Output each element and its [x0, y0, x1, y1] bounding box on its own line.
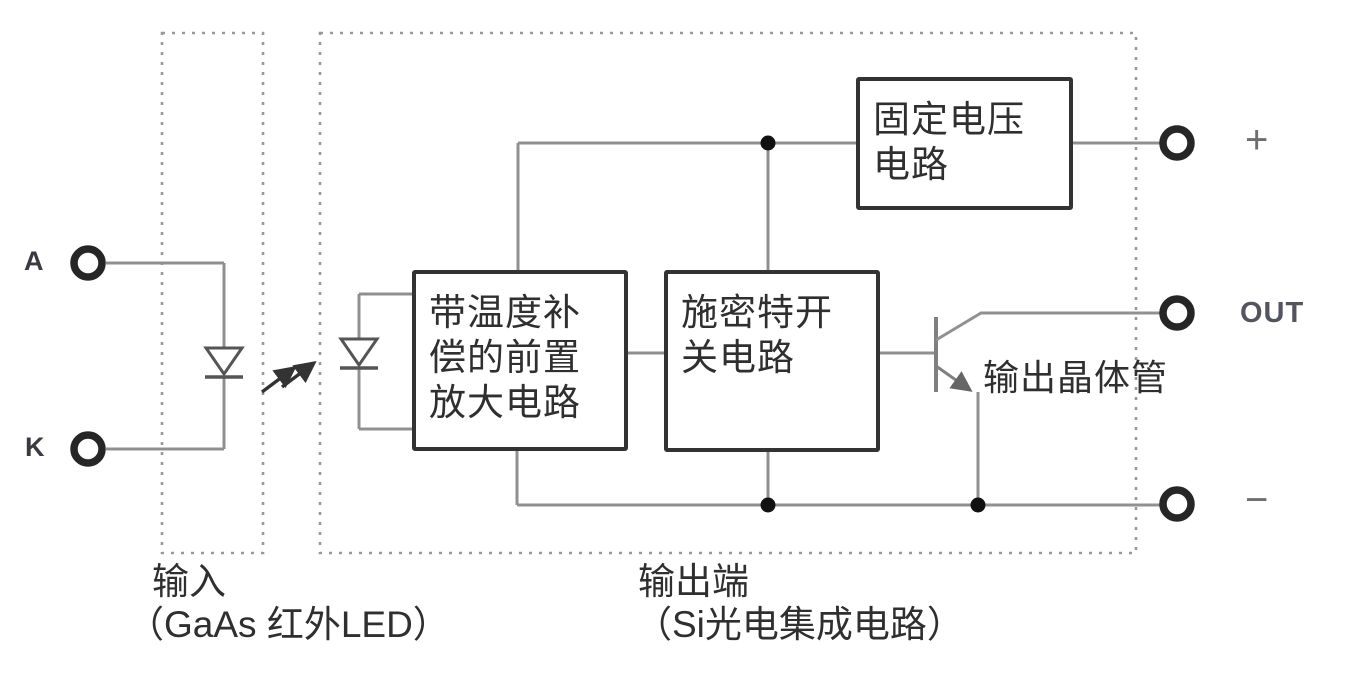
transistor-emitter-arrow: [935, 364, 973, 392]
light-rays-icon: [260, 361, 317, 394]
input-section-dashed-box: [160, 31, 265, 555]
terminal-k: [70, 431, 106, 467]
photodiode-wires: [357, 292, 414, 431]
terminal-minus-label: −: [1245, 478, 1269, 522]
transistor-collector: [935, 311, 982, 342]
input-wires: [106, 261, 226, 451]
schmitt-trigger-block-label: 施密特开 关电路: [681, 292, 833, 378]
output-section-title: 输出端: [638, 561, 749, 602]
terminals: [70, 125, 1195, 522]
preamp-block: 带温度补 偿的前置 放大电路: [412, 270, 628, 451]
terminal-plus: [1159, 125, 1195, 161]
output-section-subtitle: （Si光电集成电路）: [635, 604, 964, 645]
fixed-voltage-block: 固定电压 电路: [856, 77, 1073, 210]
terminal-minus: [1159, 486, 1195, 522]
fixed-voltage-block-label: 固定电压 电路: [873, 99, 1025, 185]
input-section-title: 输入: [152, 561, 226, 602]
terminal-a: [70, 245, 106, 281]
output-transistor-label: 输出晶体管: [983, 357, 1169, 398]
terminal-out-label: OUT: [1240, 297, 1305, 329]
output-side-wires: [515, 141, 1163, 507]
terminal-out: [1159, 295, 1195, 331]
schmitt-trigger-block: 施密特开 关电路: [664, 270, 880, 452]
input-section-subtitle: （GaAs 红外LED）: [127, 604, 450, 645]
top-rail-junction-dot: [760, 135, 776, 151]
npn-transistor-icon: [934, 311, 982, 392]
terminal-k-label: K: [25, 432, 45, 462]
emitter-rail-junction-dot: [970, 497, 986, 513]
terminal-a-label: A: [24, 246, 44, 276]
terminal-plus-label: +: [1245, 118, 1269, 162]
bottom-rail-junction-dot: [760, 497, 776, 513]
led-diode-icon: [203, 346, 245, 379]
output-section-dashed-box: [318, 31, 1138, 555]
preamp-block-label: 带温度补 偿的前置 放大电路: [429, 292, 581, 423]
photodiode-icon: [338, 337, 380, 370]
